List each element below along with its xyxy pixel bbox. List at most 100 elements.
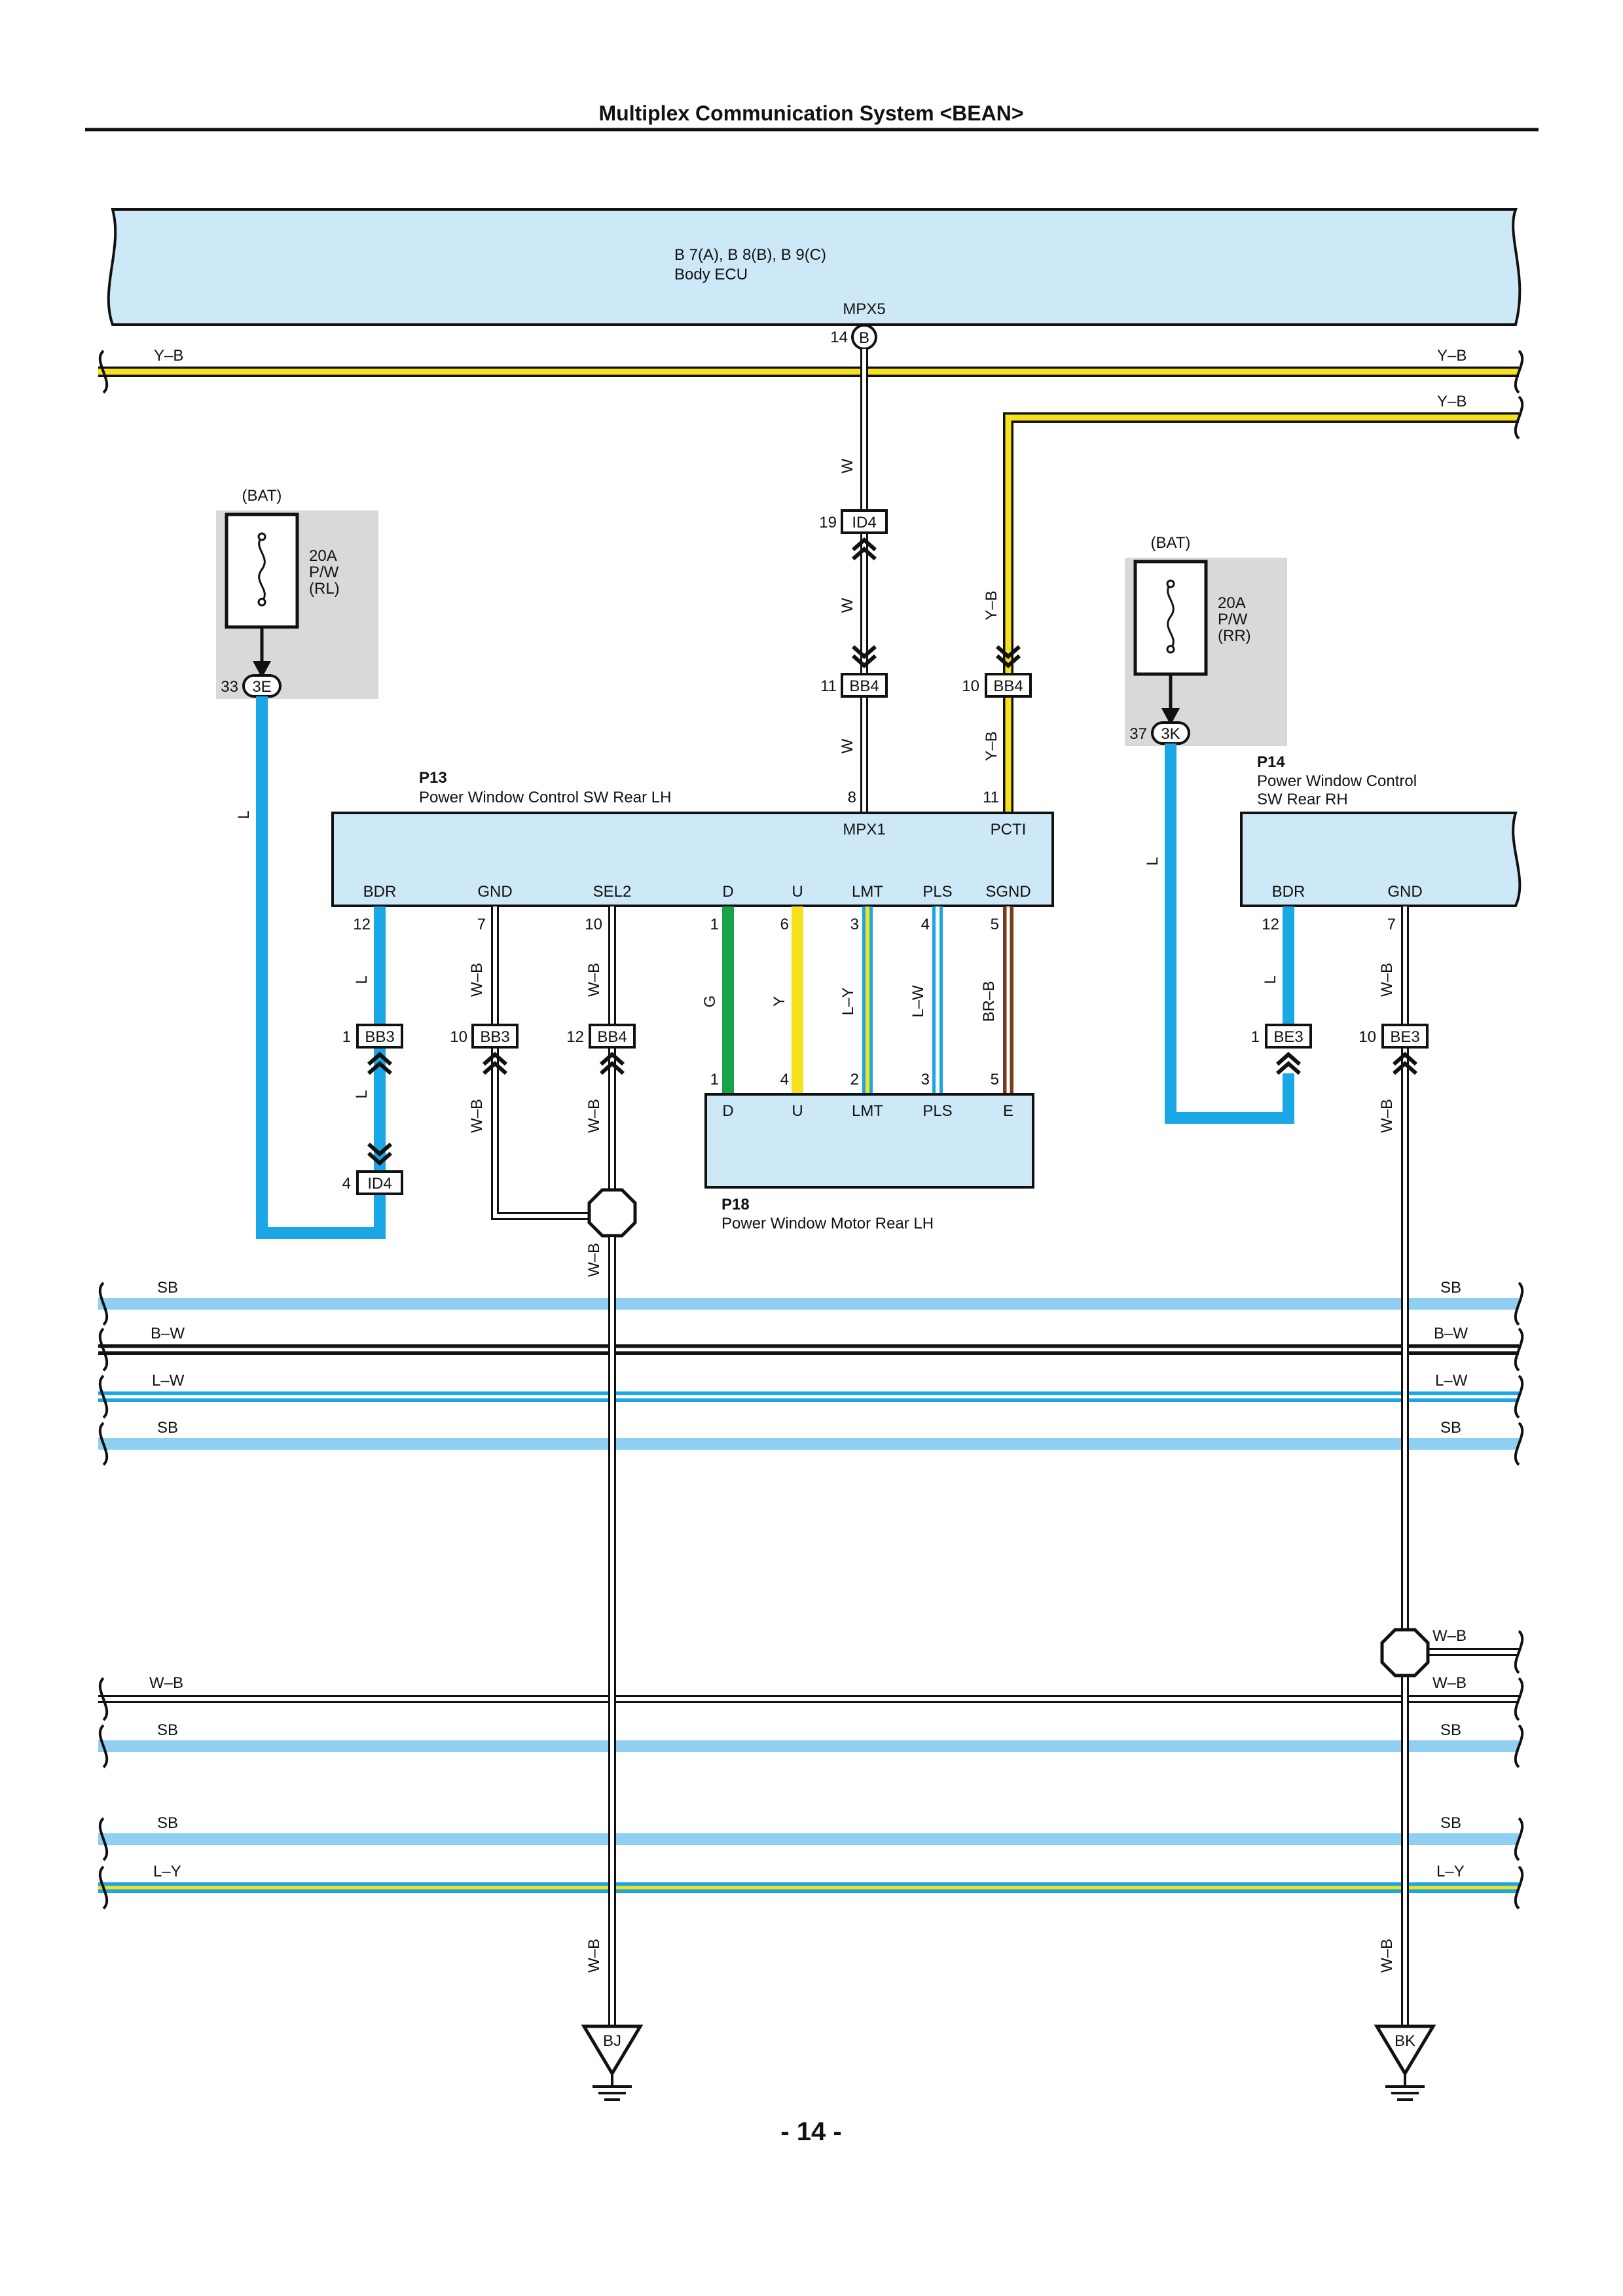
p13-pin-7: 7 (477, 916, 486, 933)
connector-b-tag: B (859, 329, 869, 347)
bus-sb2-label-right: SB (1440, 1419, 1461, 1437)
body-ecu-connectors: B 7(A), B 8(B), B 9(C) (674, 246, 826, 264)
p13-pin-1: 1 (710, 916, 719, 933)
wire-gnd-wb (491, 906, 612, 1220)
connector-id4-top-tag: ID4 (852, 514, 876, 531)
p13-terminal-sel2: SEL2 (593, 883, 632, 901)
bus-sb1-label-right: SB (1440, 1279, 1461, 1297)
wire-l-right-loop (1165, 744, 1294, 1124)
ground-bj-tag: BJ (603, 2032, 621, 2050)
p13-pin-6: 6 (780, 916, 789, 933)
bb3-pin-1: 1 (342, 1028, 351, 1046)
connector-id4-bottom-tag: ID4 (367, 1175, 392, 1193)
fuse-rr-node-top (1166, 579, 1175, 588)
yb-label-right-2: Y–B (1437, 393, 1467, 410)
connector-bb3-gnd (471, 1024, 519, 1049)
fuse-rr-source: (BAT) (1151, 534, 1191, 552)
connector-be3-bdr-arrow (1277, 1054, 1300, 1073)
connector-be3-gnd-tag: BE3 (1390, 1028, 1419, 1046)
p13-terminal-pcti: PCTI (991, 821, 1027, 838)
p13-pin-4: 4 (921, 916, 930, 933)
p18-id: P18 (721, 1196, 750, 1213)
bb4-pin-12: 12 (566, 1028, 584, 1046)
fuse-rr-name1: P/W (1218, 611, 1248, 628)
wire-lmt-color: L–Y (839, 988, 857, 1016)
fuse-rl-pin: 33 (221, 678, 238, 696)
p18-terminal-d: D (722, 1102, 733, 1120)
mpx-wire-color-3: W (839, 738, 856, 753)
p13-terminal-pls: PLS (922, 883, 952, 901)
wire-bdr-color: L (353, 975, 371, 984)
bus-sb3-label-right: SB (1440, 1721, 1461, 1739)
wire-p14-gnd-below-color: W–B (1378, 1099, 1396, 1133)
wire-sel2-below-color: W–B (585, 1099, 603, 1133)
p14-name2: SW Rear RH (1257, 791, 1348, 808)
bus-wb-right-label-2: W–B (1432, 1674, 1467, 1692)
wire-sel2-color: W–B (585, 963, 603, 997)
p13-pin-10: 10 (585, 916, 602, 933)
wire-l-left-loop (256, 696, 386, 1239)
ground-bk-wire-color: W–B (1378, 1939, 1396, 1973)
bus-lw-label: L–W (152, 1372, 185, 1390)
bus-sb2-label: SB (157, 1419, 178, 1437)
body-ecu-name: Body ECU (674, 266, 748, 283)
connector-bb4-mpx-tag: BB4 (849, 677, 879, 695)
p13-terminal-sgnd: SGND (985, 883, 1030, 901)
bus-lw-label-right: L–W (1435, 1372, 1468, 1390)
splice-junction-left (587, 1188, 637, 1238)
bus-ly-label-right: L–Y (1436, 1863, 1465, 1880)
bus-breaks-right-mid (1514, 1282, 1524, 1466)
wire-l-left-label: L (235, 810, 253, 819)
bus-break-right (1514, 350, 1524, 394)
p18-pin-1: 1 (710, 1071, 719, 1088)
p18-terminal-lmt: LMT (852, 1102, 883, 1120)
fuse-rl-node-bottom (257, 598, 266, 607)
wire-pls-color: L–W (909, 985, 927, 1018)
p14-terminal-bdr: BDR (1272, 883, 1305, 901)
bus-sb4-label-right: SB (1440, 1814, 1461, 1832)
p13-terminal-lmt: LMT (852, 883, 883, 901)
connector-bb4-sel2-tag: BB4 (597, 1028, 627, 1046)
p14-name1: Power Window Control (1257, 772, 1417, 790)
wire-gnd-color: W–B (468, 963, 486, 997)
bus-wb-right-label-1: W–B (1432, 1627, 1467, 1645)
body-ecu-box (107, 208, 1522, 326)
ground-bj-wire-color: W–B (585, 1939, 603, 1973)
bus-bw-label: B–W (151, 1325, 185, 1342)
wire-l-right-label: L (1144, 857, 1161, 865)
p14-id: P14 (1257, 753, 1285, 771)
id4-pin-19: 19 (819, 514, 837, 531)
connector-be3-bdr-tag: BE3 (1273, 1028, 1303, 1046)
fuse-rr-pin: 37 (1129, 725, 1147, 743)
ground-bj-icon (581, 2024, 644, 2101)
connector-bb4-pcti (985, 673, 1032, 698)
fuse-rl-arrow (253, 661, 271, 678)
fuse-rl-node-top (257, 532, 266, 541)
connector-bb3-gnd-tag: BB3 (480, 1028, 509, 1046)
wire-p14-bdr-color: L (1262, 975, 1279, 984)
p18-terminal-e: E (1003, 1102, 1013, 1120)
connector-id4-top (841, 509, 888, 534)
p18-pin-2: 2 (850, 1071, 859, 1088)
p18-terminal-u: U (792, 1102, 803, 1120)
connector-bb4-mpx (841, 673, 888, 698)
fuse-rr-name2: (RR) (1218, 627, 1251, 645)
ground-bk-tag: BK (1395, 2032, 1415, 2050)
fuse-rr-node-bottom (1166, 645, 1175, 654)
page-title: Multiplex Communication System <BEAN> (598, 101, 1023, 125)
bus-breaks-right-lower (1514, 1630, 1524, 1910)
mpx-wire-color-2: W (839, 598, 856, 613)
bb4-pin-11: 11 (820, 677, 837, 695)
yb-label-left: Y–B (154, 347, 183, 365)
bus-sb4-label: SB (157, 1814, 178, 1832)
bb4-pin-10: 10 (962, 677, 979, 695)
p13-terminal-mpx1: MPX1 (843, 821, 885, 838)
connector-bb4-sel2 (589, 1024, 636, 1049)
pcti-wire-color-2: Y–B (983, 731, 1000, 761)
bus-ly-label: L–Y (153, 1863, 181, 1880)
wire-sgnd-color: BR–B (980, 981, 998, 1022)
wire-gnd-below-color: W–B (468, 1099, 486, 1133)
bus-breaks-left-lower (98, 1677, 109, 1910)
wire-d-color: G (701, 996, 719, 1008)
p18-pin-3: 3 (921, 1071, 930, 1088)
